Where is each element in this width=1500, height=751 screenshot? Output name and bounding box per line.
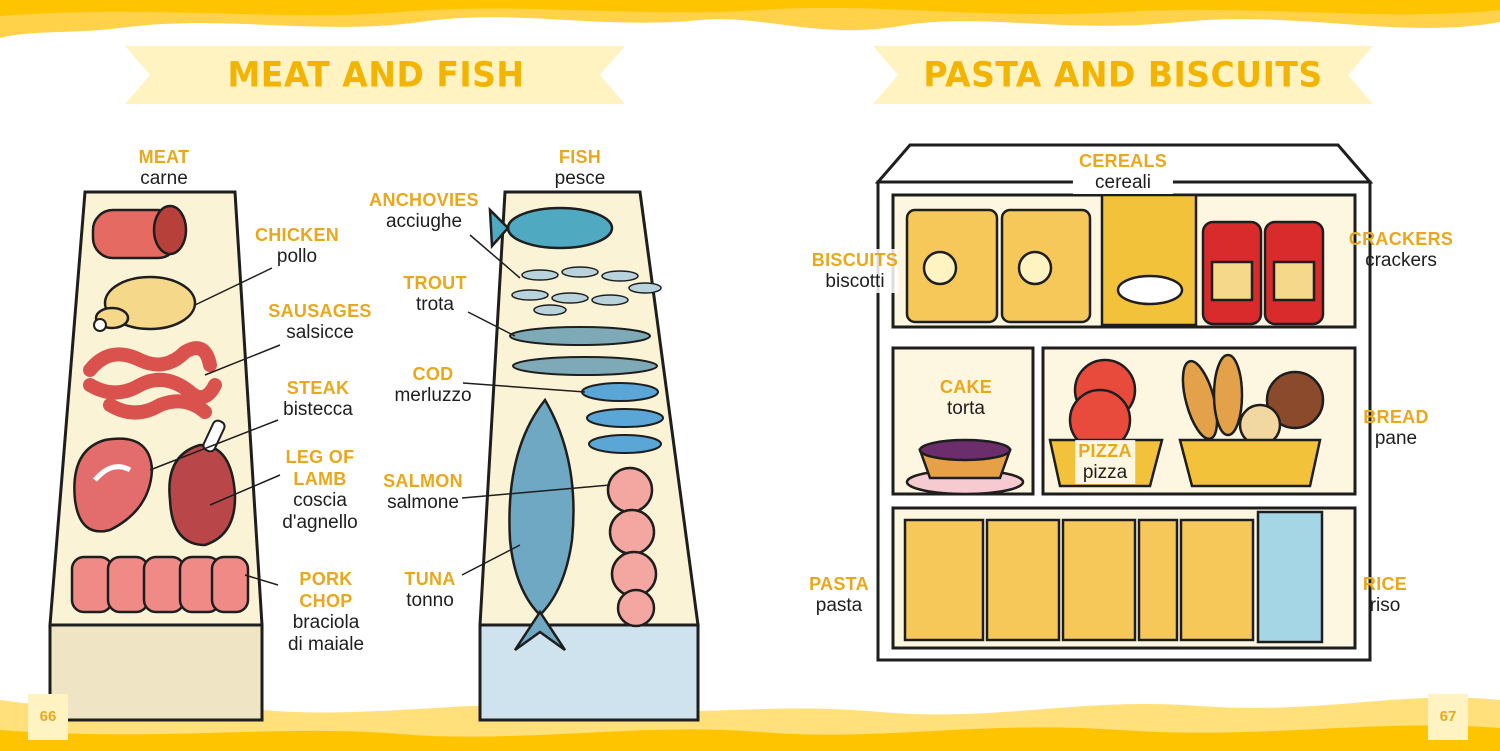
leader-lines-left: [149, 234, 611, 586]
meat-joint: [91, 204, 188, 260]
label-trout: TROUT trota: [403, 273, 467, 315]
sausages-item: [83, 341, 222, 420]
label-pasta: PASTA pasta: [809, 574, 869, 616]
cereal-box: [1100, 193, 1198, 327]
rice-box: [1256, 510, 1324, 644]
label-pizza: PIZZA pizza: [1075, 440, 1135, 484]
page-number-left: 66: [28, 694, 68, 740]
label-pork-chop: PORK CHOP braciola di maiale: [287, 569, 365, 655]
label-chicken: CHICKEN pollo: [254, 225, 340, 267]
biscuit-bags: [905, 208, 1092, 324]
cake-item: [905, 438, 1025, 496]
crackers-packs: [1201, 220, 1325, 326]
label-leg-of-lamb: LEG OF LAMB coscia d'agnello: [282, 447, 358, 533]
label-cereals: CEREALS cereali: [1072, 150, 1174, 194]
label-meat: MEAT carne: [138, 147, 190, 189]
tuna-item: [508, 397, 575, 652]
cod-item: [581, 382, 664, 454]
bread-basket: [1178, 353, 1325, 488]
anchovies-item: [511, 266, 662, 316]
page-number-right: 67: [1428, 694, 1468, 740]
salmon-item: [606, 466, 658, 628]
label-rice: RICE riso: [1362, 574, 1408, 616]
page-title-right: PASTA AND BISCUITS: [923, 54, 1323, 95]
label-tuna: TUNA tonno: [404, 569, 456, 611]
label-fish: FISH pesce: [554, 147, 606, 189]
chicken-item: [93, 275, 197, 332]
trout-item: [509, 326, 658, 376]
ribbon-left: [125, 46, 625, 104]
label-anchovies: ANCHOVIES acciughe: [369, 190, 479, 232]
pork-chop-item: [70, 555, 250, 614]
label-salmon: SALMON salmone: [383, 471, 463, 513]
ribbon-right: [873, 46, 1373, 104]
pasta-boxes: [903, 518, 1255, 642]
big-fish-item: [488, 206, 614, 250]
top-wave: [0, 0, 1500, 38]
label-steak: STEAK bistecca: [283, 378, 353, 420]
label-sausages: SAUSAGES salsicce: [268, 301, 372, 343]
label-cod: COD merluzzo: [394, 364, 472, 406]
label-crackers: CRACKERS crackers: [1348, 229, 1454, 271]
bottom-wave: [0, 697, 1500, 751]
label-cake: CAKE torta: [939, 377, 993, 419]
label-bread: BREAD pane: [1363, 407, 1429, 449]
page-title-left: MEAT AND FISH: [227, 54, 525, 95]
label-biscuits: BISCUITS biscotti: [811, 249, 899, 293]
